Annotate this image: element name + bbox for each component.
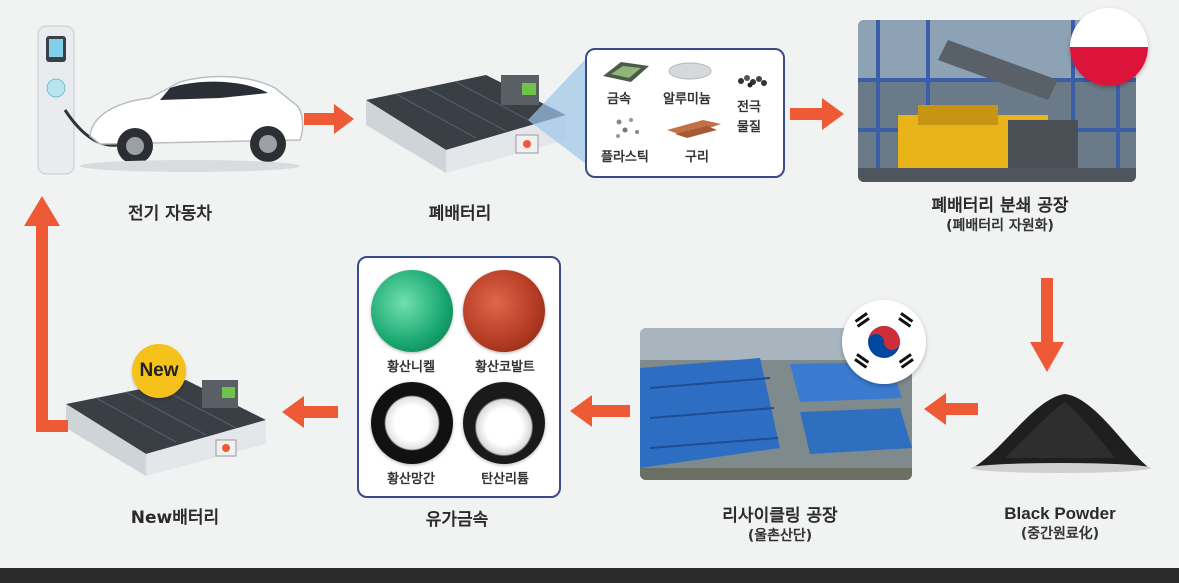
crushing-plant-title: 폐배터리 분쇄 공장 [931,196,1069,216]
cobalt-sulfate-label: 황산코발트 [475,360,535,375]
new-battery-image [66,380,266,476]
arrow-left-icon [924,393,978,425]
black-powder-subtitle: (중간원료化) [1020,526,1100,542]
precious-metals-label: 유가금속 [425,510,489,530]
new-badge: New [132,344,186,398]
metal-piece-icon [603,62,649,82]
arrow-down-icon [1030,278,1064,372]
arrow-right-icon [790,98,844,130]
copper-foil-icon [667,120,721,138]
cobalt-sulfate-photo [463,270,545,352]
aluminum-sheet-icon [668,62,712,80]
waste-battery-image [366,75,566,173]
electrode-material-icon [738,75,767,88]
material-electrode: 전극 [737,100,761,115]
black-powder-title: Black Powder [1004,504,1116,523]
lithium-carbonate-label: 탄산리튬 [481,472,529,487]
ev-label: 전기 자동차 [127,204,213,224]
manganese-sulfate-label: 황산망간 [387,472,435,487]
korea-flag-icon [842,300,926,384]
precious-metals-box: 황산니켈 황산코발트 황산망간 탄산리튬 [357,256,561,498]
material-plastic: 플라스틱 [601,150,649,165]
arrow-up-icon [24,196,68,432]
zoom-callout-wedge [528,50,594,170]
arrow-left-icon [282,396,338,428]
lithium-carbonate-photo [463,382,545,464]
nickel-sulfate-label: 황산니켈 [387,360,435,375]
material-electrode-2: 물질 [737,120,761,135]
manganese-sulfate-photo [371,382,453,464]
waste-battery-label: 폐배터리 [428,204,492,224]
crushing-plant-subtitle: (폐배터리 자원화) [946,218,1054,234]
nickel-sulfate-photo [371,270,453,352]
recycling-plant-subtitle: (울촌산단) [747,528,813,544]
black-powder-label: Black Powder (중간원료化) [960,504,1160,544]
recycling-plant-label: 리사이클링 공장 (울촌산단) [680,506,880,546]
arrow-right-icon [304,104,354,134]
crushing-plant-label: 폐배터리 분쇄 공장 (폐배터리 자원화) [880,196,1120,236]
battery-materials-box: 금속 알루미늄 전극 물질 플라스틱 구리 [585,48,785,178]
new-battery-label: New배터리 [130,508,220,528]
electric-car-image [37,25,304,175]
plastic-pieces-icon [616,118,639,138]
bottom-bar [0,568,1179,583]
recycling-plant-title: 리사이클링 공장 [722,506,838,526]
poland-flag-icon [1070,8,1148,86]
black-powder-image [971,394,1151,473]
material-aluminum: 알루미늄 [663,92,711,107]
arrow-left-icon [570,395,630,427]
material-metal: 금속 [607,92,631,107]
material-copper: 구리 [685,150,709,165]
